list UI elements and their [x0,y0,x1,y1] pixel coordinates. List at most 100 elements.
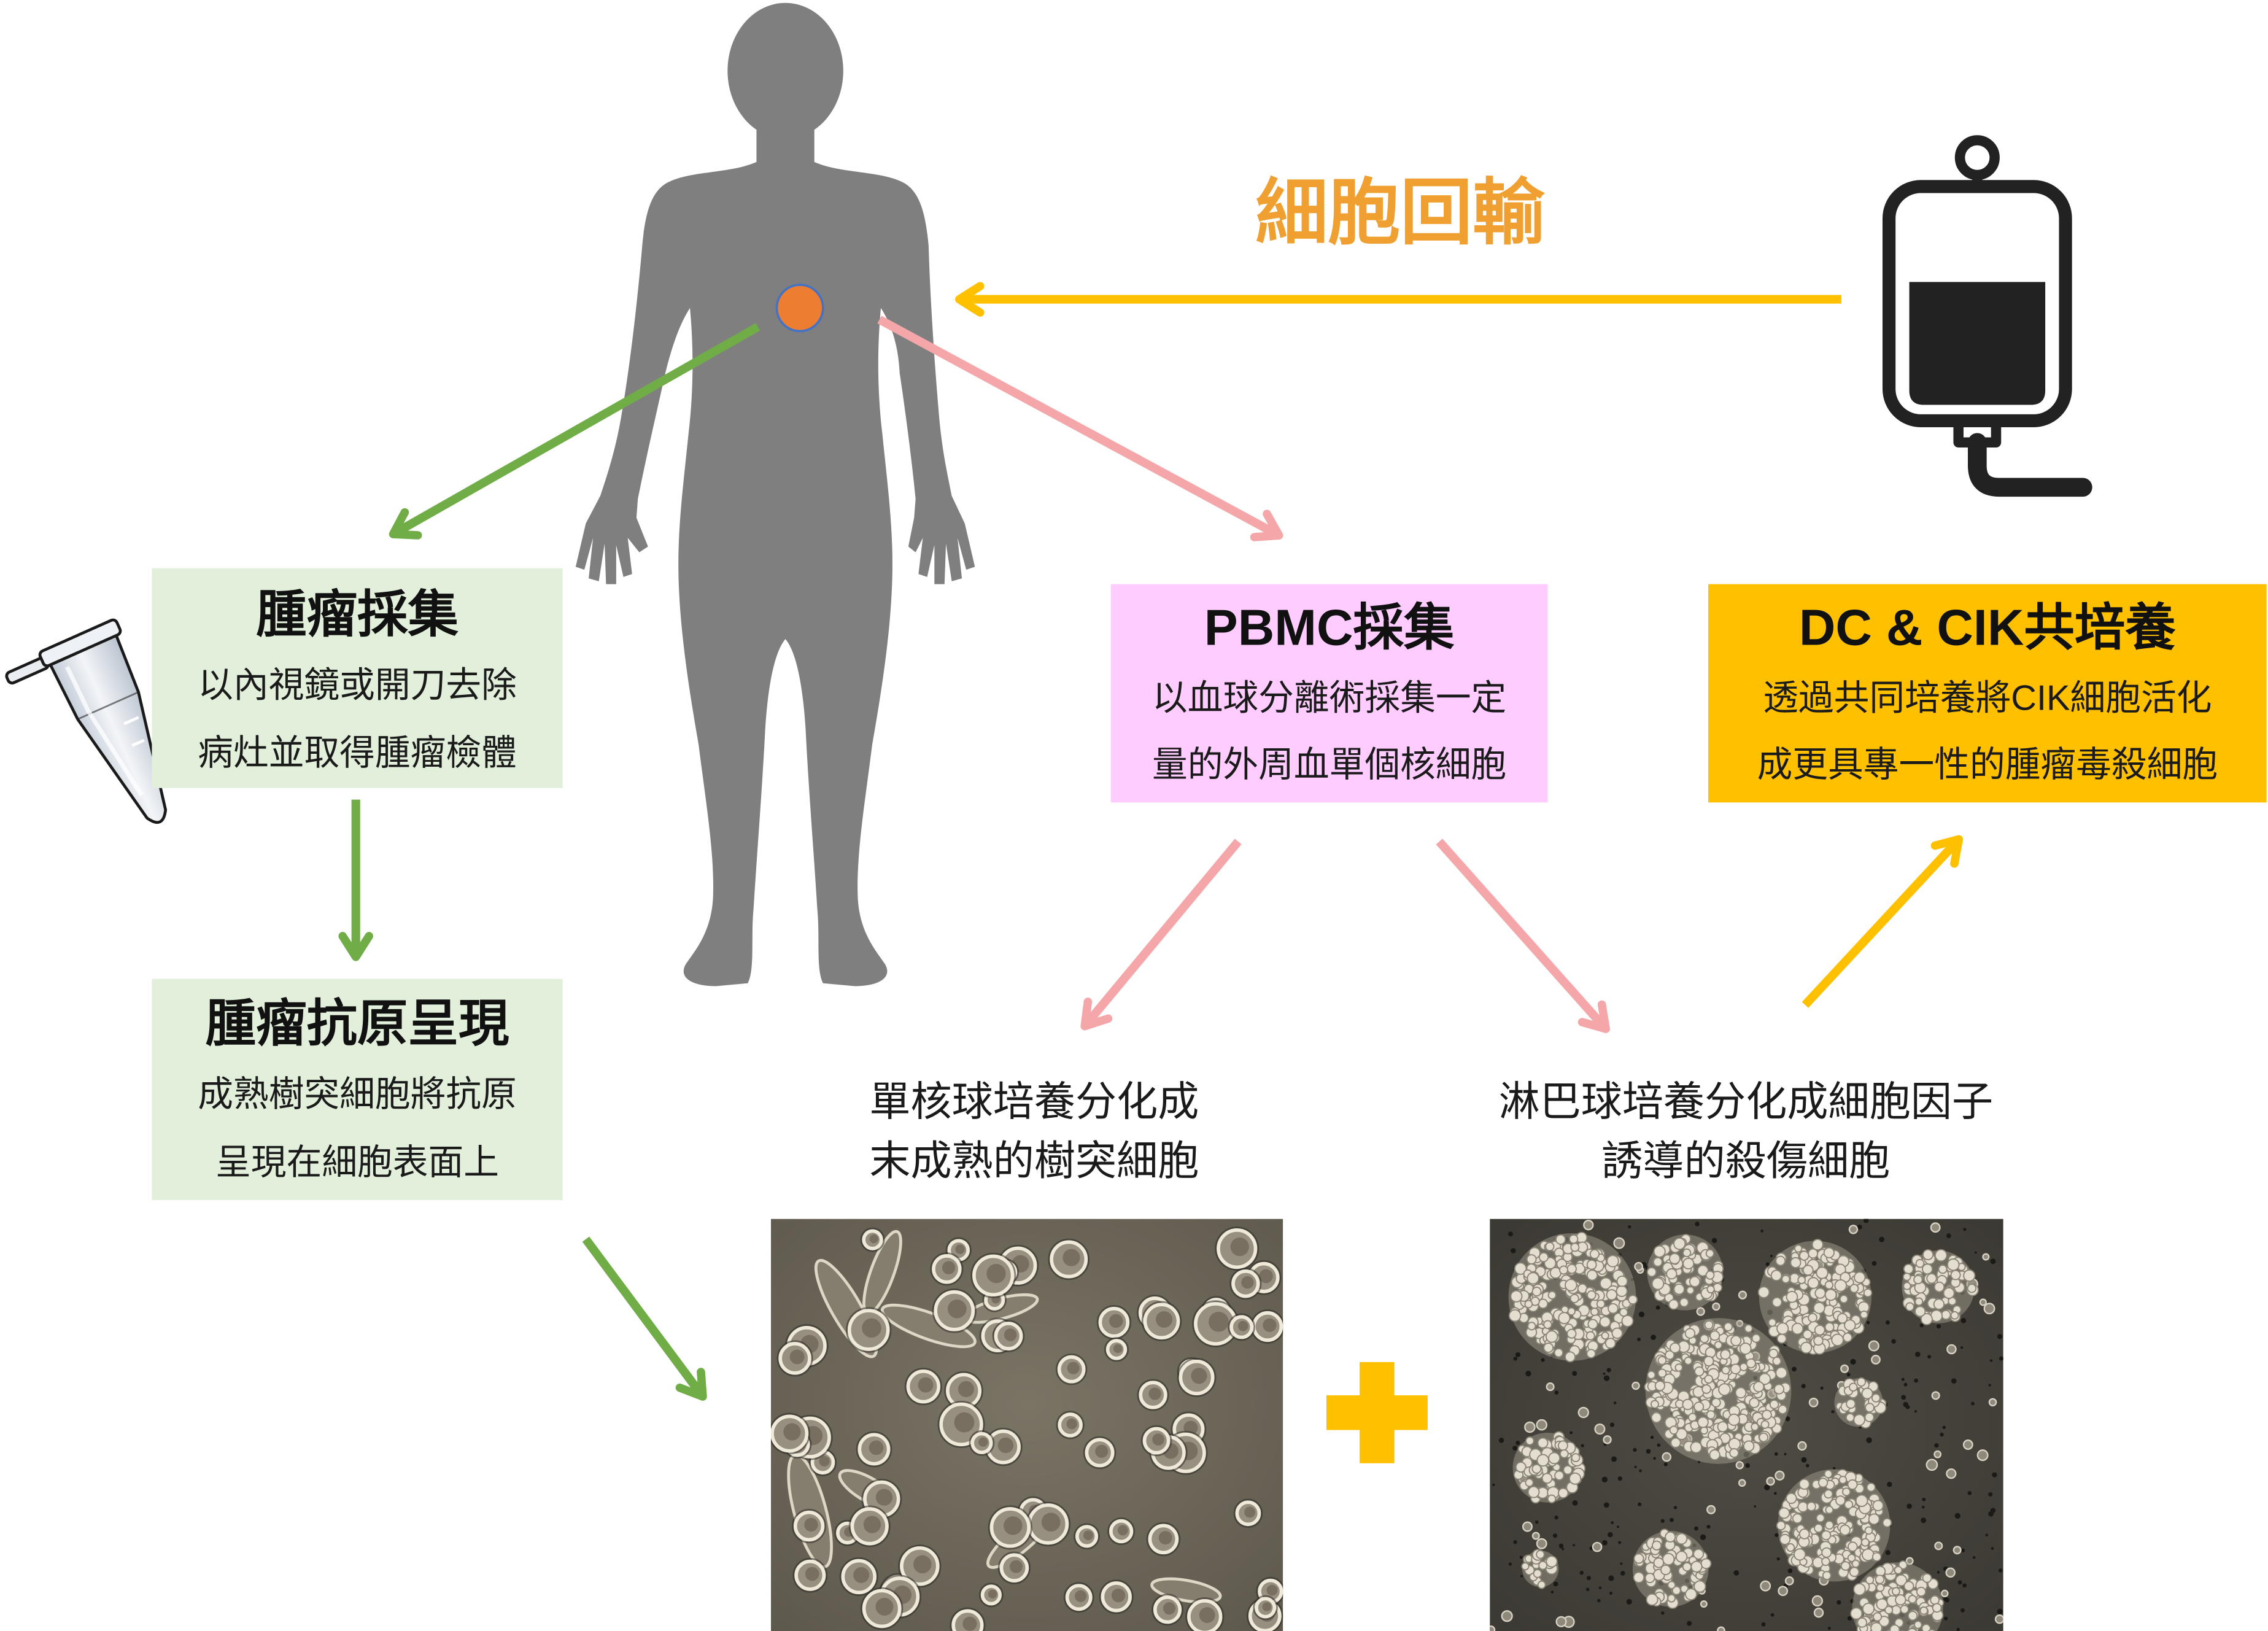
single-cell [1662,1452,1672,1462]
speckle [1974,1251,1977,1254]
speckle [1776,1557,1780,1561]
plus-vertical-bar [1360,1362,1395,1463]
speckle [1770,1254,1773,1258]
cell [1055,1353,1088,1385]
speckle [1655,1305,1660,1310]
cell [969,1430,995,1456]
speckle [1906,1503,1912,1509]
cell-cluster [1776,1469,1892,1582]
speckle [1998,1568,2003,1573]
cell [970,1252,1016,1298]
speckle [1611,1456,1617,1462]
speckle [1805,1463,1809,1468]
single-cell [1813,1607,1824,1618]
speckle [1492,1483,1495,1487]
single-cell [1941,1589,1949,1598]
speckle [1638,1502,1642,1506]
cell [1228,1313,1256,1341]
speckle [1706,1525,1711,1529]
speckle [1562,1548,1565,1551]
speckle [1934,1443,1939,1448]
speckle [1634,1465,1637,1468]
speckle [1887,1481,1892,1487]
speckle [1550,1590,1554,1594]
speckle [1784,1452,1787,1455]
single-cell [1962,1439,1973,1450]
single-cell [1905,1557,1914,1565]
speckle [1951,1378,1957,1384]
speckle [1963,1228,1967,1231]
speckle [1520,1575,1523,1578]
speckle [1618,1541,1622,1544]
iv-bag-hanger [1954,135,2000,180]
cell [978,1583,1004,1608]
single-cell [1738,1479,1746,1487]
arrow-body-to-pbmc-collection [877,316,1283,541]
cell [792,1557,828,1593]
speckle [1787,1568,1793,1573]
speckle [1866,1437,1872,1443]
speckle [1586,1576,1591,1581]
single-cell [1808,1397,1819,1408]
coculture-box: DC & CIK共培養 透過共同培養將CIK細胞活化 成更具專一性的腫瘤毒殺細胞 [1708,584,2267,803]
speckle [1859,1426,1862,1429]
cell [932,1288,977,1333]
single-cell [1631,1381,1640,1390]
speckle [1827,1627,1831,1630]
speckle [1992,1472,1997,1478]
speckle [1673,1506,1678,1509]
coculture-title: DC & CIK共培養 [1799,599,2176,656]
single-cell [1778,1586,1789,1597]
single-cell [1555,1616,1567,1627]
lymphocyte-culture-line-1: 淋巴球培養分化成細胞因子 [1498,1079,1993,1125]
single-cell [1811,1595,1824,1607]
speckle [1989,1359,1993,1362]
speckle [1572,1500,1578,1506]
speckle [1616,1525,1619,1528]
cell [1140,1425,1172,1457]
single-cell [1712,1302,1720,1311]
single-cell [1546,1382,1555,1392]
speckle [1936,1324,1941,1329]
cell-cluster [1508,1231,1638,1363]
speckle [1960,1548,1965,1552]
tube-shoulder-line [77,691,139,720]
speckle [1515,1440,1520,1446]
pbmc-collection-bg [1110,584,1548,803]
single-cell [1848,1225,1859,1234]
speckle [1765,1262,1770,1266]
speckle [1628,1225,1631,1229]
speckle [1637,1337,1641,1341]
arrow-body-to-tumor-collection [389,323,761,540]
speckle [1773,1492,1777,1495]
speckle [1700,1534,1706,1540]
antigen-presentation-title: 腫瘤抗原呈現 [206,996,509,1052]
human-silhouette-icon [575,2,975,986]
speckle [1513,1357,1517,1361]
coculture-line-1: 透過共同培養將CIK細胞活化 [1763,679,2212,718]
speckle [1832,1466,1836,1470]
single-cell [1933,1450,1942,1459]
monocyte-culture-line-1: 單核球培養分化成 [869,1079,1199,1125]
speckle [1866,1320,1870,1325]
cell [848,1505,891,1548]
antigen-presentation-line-1: 成熟樹突細胞將抗原 [198,1075,517,1114]
arrow-antigen-to-dc-image [582,1236,707,1401]
cell [1146,1522,1181,1556]
speckle [1573,1544,1576,1547]
tube-highlight [65,665,144,797]
speckle [1831,1410,1835,1414]
monocyte-culture-line-2: 末成熟的樹突細胞 [869,1138,1199,1184]
speckle [1820,1386,1824,1390]
speckle [1960,1318,1967,1323]
speckle [1914,1378,1919,1383]
speckle [1670,1517,1674,1522]
speckle [1541,1358,1545,1362]
speckle [1585,1587,1590,1591]
cell [1063,1582,1094,1613]
single-cell [1594,1423,1606,1435]
cell [1074,1523,1100,1550]
speckle [1914,1351,1921,1357]
cell [776,1340,813,1377]
